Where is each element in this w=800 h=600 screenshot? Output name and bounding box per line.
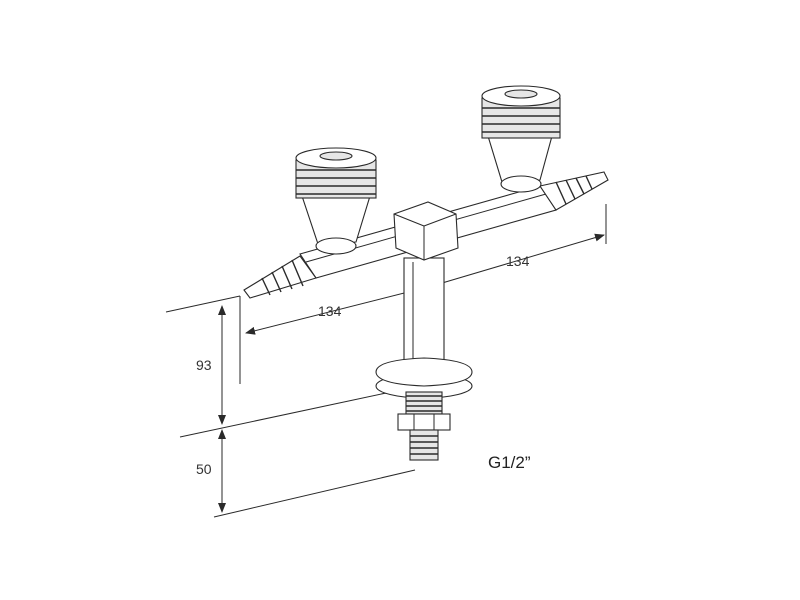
dimension-left-arm: 134 — [318, 303, 342, 319]
thread-size-label: G1/2” — [488, 453, 531, 472]
right-hose-nozzle — [539, 171, 609, 211]
dimension-lines — [218, 233, 605, 513]
left-hose-nozzle — [243, 255, 317, 299]
center-hex-nut — [393, 201, 459, 261]
threaded-connector — [397, 391, 451, 461]
dimension-height-lower: 50 — [196, 461, 212, 477]
dimension-right-arm: 134 — [506, 253, 530, 269]
base-flange — [375, 357, 473, 399]
dimension-height-upper: 93 — [196, 357, 212, 373]
left-valve — [295, 147, 377, 255]
right-valve — [481, 85, 561, 193]
